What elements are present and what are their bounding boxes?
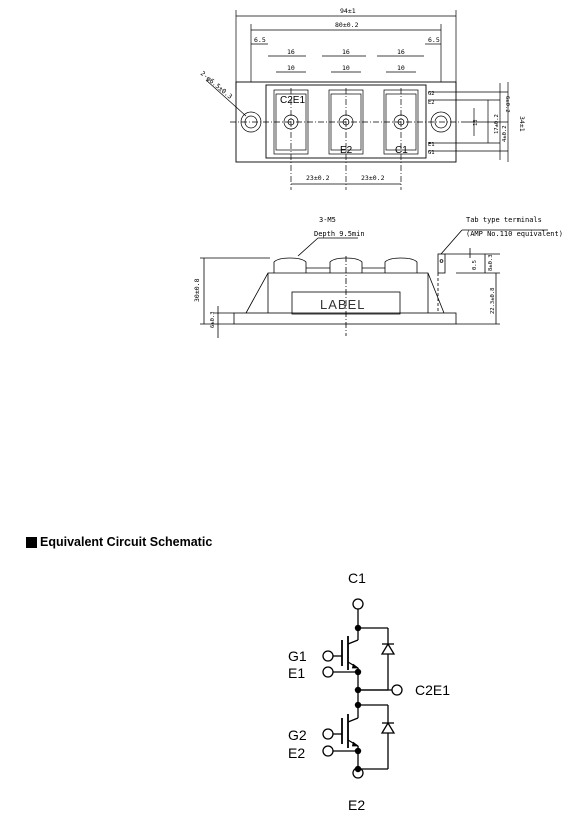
- dim-tw-3: 10: [397, 64, 405, 72]
- side-view-texts: 3-M5 Depth 9.5min Tab type terminals (AM…: [193, 216, 563, 328]
- dim-side-height: 30±0.8: [193, 278, 201, 302]
- label-e2-gate: E2: [288, 745, 305, 761]
- title-bullet-icon: [26, 536, 37, 548]
- dim-edge-right: 6.5: [428, 36, 440, 44]
- section-title: Equivalent Circuit Schematic: [26, 535, 212, 549]
- label-g2: G2: [288, 727, 307, 743]
- tab-note: Tab type terminals: [466, 216, 542, 224]
- schematic-labels: C1 G1 E1 C2E1 G2 E2 E2: [288, 570, 450, 813]
- dim-base: 6±0.3: [210, 311, 216, 328]
- dim-17: 17±0.2: [494, 114, 500, 134]
- dim-05: 0.5: [472, 260, 478, 270]
- schematic-terminals: [322, 650, 334, 757]
- tab-note-2: (AMP No.110 equivalent): [466, 230, 563, 238]
- dim-height-total: 34±1: [518, 116, 526, 132]
- label-e2: E2: [348, 797, 365, 813]
- label-g1: G1: [288, 648, 307, 664]
- dim-13: 13: [473, 119, 479, 126]
- screw-note: 3-M5: [319, 216, 336, 224]
- dim-mount-hole: 2-φ6.5±0.3: [199, 69, 234, 100]
- dim-8: 8±0.3: [488, 254, 494, 271]
- label-e1: E1: [288, 665, 305, 681]
- label-text: LABEL: [320, 297, 365, 312]
- terminal-label-c1: C1: [395, 145, 408, 156]
- dim-spacing-1: 23±0.2: [306, 174, 330, 182]
- pin-label-g2: G2: [428, 91, 435, 97]
- schematic: [333, 598, 403, 779]
- dim-6: 6±0.2: [504, 96, 510, 113]
- dim-edge-left: 6.5: [254, 36, 266, 44]
- dim-4: 4±0.2: [502, 125, 508, 142]
- e1-terminal: [322, 666, 334, 678]
- pin-label-e2: E2: [428, 100, 435, 106]
- side-view: [200, 229, 548, 338]
- dim-spacing-2: 23±0.2: [361, 174, 385, 182]
- depth-note: Depth 9.5min: [314, 230, 365, 238]
- dim-pitch-3: 16: [397, 48, 405, 56]
- pin-label-g1: G1: [428, 150, 435, 156]
- label-c2e1: C2E1: [415, 682, 450, 698]
- dim-pitch-1: 16: [287, 48, 295, 56]
- terminal-label-c2e1: C2E1: [280, 95, 305, 106]
- dim-tw-1: 10: [287, 64, 295, 72]
- e2-gate-terminal: [322, 745, 334, 757]
- dim-pitch-2: 16: [342, 48, 350, 56]
- dim-overall-width: 94±1: [340, 7, 356, 15]
- dim-tw-2: 10: [342, 64, 350, 72]
- g2-terminal: [322, 728, 334, 740]
- dim-22: 22.3±0.8: [490, 288, 496, 315]
- top-view: [205, 10, 509, 190]
- pin-label-e1: E1: [428, 142, 435, 148]
- label-c1: C1: [348, 570, 366, 586]
- g1-terminal: [322, 650, 334, 662]
- terminal-label-e2: E2: [340, 145, 353, 156]
- section-title-text: Equivalent Circuit Schematic: [40, 535, 213, 549]
- schematic-nodes: [354, 624, 362, 773]
- dim-inner-width: 80±0.2: [335, 21, 359, 29]
- top-view-texts: 94±1 80±0.2 6.5 6.5 16 16 16 10 10 10 2-…: [199, 7, 526, 182]
